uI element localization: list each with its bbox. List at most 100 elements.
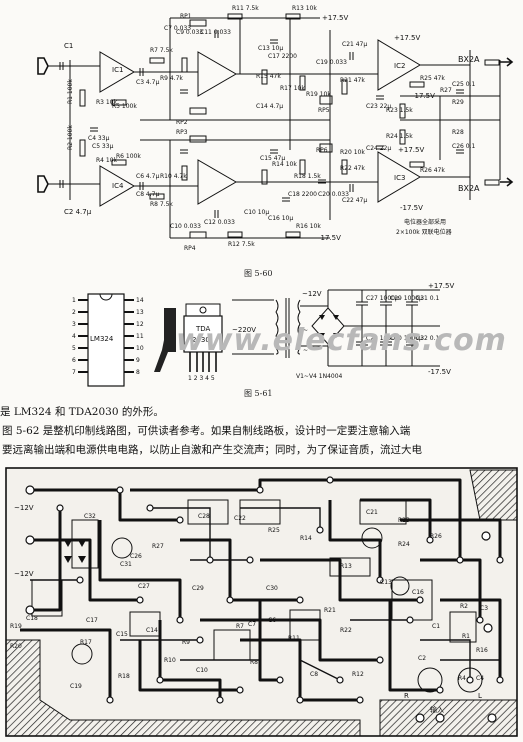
svg-text:C21 47μ: C21 47μ (342, 41, 367, 48)
svg-text:-17.5V: -17.5V (318, 234, 341, 242)
svg-text:C19: C19 (70, 683, 82, 690)
body-text-line-2: 图 5-62 是整机印制线路图，可供读者参考。如果自制线路板，设计时一定要注意输… (2, 425, 411, 437)
svg-text:L: L (478, 692, 482, 700)
svg-text:C20 0.033: C20 0.033 (318, 191, 349, 198)
svg-text:C15: C15 (116, 631, 128, 638)
svg-text:3: 3 (72, 321, 76, 328)
svg-text:R1: R1 (462, 633, 470, 640)
svg-text:R22 47k: R22 47k (340, 165, 365, 172)
svg-text:C12 0.033: C12 0.033 (204, 219, 235, 226)
transformer-secondary (297, 299, 301, 355)
svg-text:R28: R28 (452, 129, 464, 136)
svg-text:C10: C10 (196, 667, 208, 674)
svg-text:C26: C26 (130, 553, 142, 560)
svg-text:R4 10k: R4 10k (96, 157, 118, 164)
svg-text:R19 10k: R19 10k (306, 91, 331, 98)
svg-text:R2 100k: R2 100k (67, 125, 74, 150)
svg-text:C14 4.7μ: C14 4.7μ (256, 103, 283, 110)
svg-text:R19: R19 (10, 623, 22, 630)
output-arrow-icon (500, 57, 514, 67)
svg-text:C17 2200: C17 2200 (268, 53, 297, 60)
svg-text:BX2A: BX2A (458, 184, 480, 193)
svg-text:+17.5V: +17.5V (428, 282, 454, 290)
svg-text:电位器全部采用: 电位器全部采用 (404, 218, 446, 226)
svg-text:R17: R17 (80, 639, 92, 646)
svg-text:C6: C6 (268, 617, 276, 624)
svg-text:~: ~ (303, 347, 308, 354)
svg-text:-17.5V: -17.5V (428, 368, 451, 376)
svg-text:C13 10μ: C13 10μ (258, 45, 283, 52)
svg-text:R12 7.5k: R12 7.5k (228, 241, 255, 248)
svg-text:C8: C8 (310, 671, 318, 678)
svg-text:IC2: IC2 (394, 62, 405, 70)
svg-text:R18 1.5k: R18 1.5k (294, 173, 321, 180)
svg-text:R14: R14 (300, 535, 312, 542)
svg-text:R27: R27 (152, 543, 164, 550)
svg-text:14: 14 (136, 297, 144, 304)
svg-text:C11 0.033: C11 0.033 (200, 29, 231, 36)
svg-text:C2 4.7μ: C2 4.7μ (64, 208, 92, 216)
svg-text:IC1: IC1 (112, 66, 123, 74)
svg-text:R1 100k: R1 100k (67, 79, 74, 104)
svg-text:C16 10μ: C16 10μ (268, 215, 293, 222)
svg-text:IC3: IC3 (394, 174, 405, 182)
svg-text:2030: 2030 (192, 336, 210, 344)
svg-text:~12V: ~12V (302, 290, 322, 298)
svg-text:C25 0.1: C25 0.1 (452, 81, 475, 88)
svg-text:C30 1000μ: C30 1000μ (390, 335, 423, 342)
svg-text:C29 1000μ: C29 1000μ (390, 295, 423, 302)
transformer-primary (275, 299, 279, 355)
svg-text:C8 4.7μ: C8 4.7μ (136, 191, 159, 198)
svg-text:RP2: RP2 (176, 119, 188, 126)
svg-text:R15 47k: R15 47k (256, 73, 281, 80)
svg-text:RP3: RP3 (176, 129, 188, 136)
svg-text:V1~V4 1N4004: V1~V4 1N4004 (296, 373, 343, 380)
power-amp-top (377, 39, 421, 91)
svg-text:R8: R8 (250, 659, 258, 666)
body-text-line-3: 要远离输出端和电源供电电路，以防止自激和产生交流声；同时，为了保证音质，流过大电 (2, 444, 422, 456)
svg-text:+17.5V: +17.5V (322, 14, 348, 22)
svg-text:R12: R12 (352, 671, 364, 678)
svg-text:RP4: RP4 (184, 245, 196, 252)
svg-text:-17.5V: -17.5V (400, 204, 423, 212)
tda2030-side-icon (154, 308, 176, 372)
svg-text:R11 7.5k: R11 7.5k (232, 5, 259, 12)
svg-text:R10 4.7k: R10 4.7k (160, 173, 187, 180)
svg-text:1 2 3 4 5: 1 2 3 4 5 (188, 375, 215, 382)
svg-text:7: 7 (72, 369, 76, 376)
svg-text:IC4: IC4 (112, 182, 124, 190)
svg-text:C21: C21 (366, 509, 378, 516)
svg-text:R13 10k: R13 10k (292, 5, 317, 12)
opamp-ic2 (197, 51, 237, 97)
svg-text:R26: R26 (430, 533, 442, 540)
svg-text:C4: C4 (476, 675, 484, 682)
input-jack-icon (37, 57, 49, 75)
svg-text:4: 4 (72, 333, 76, 340)
svg-text:C3 4.7μ: C3 4.7μ (136, 79, 159, 86)
svg-text:R29: R29 (452, 99, 464, 106)
svg-text:C27 1000μ: C27 1000μ (366, 295, 399, 302)
svg-text:C10 0.033: C10 0.033 (170, 223, 201, 230)
svg-text:R20: R20 (10, 643, 22, 650)
svg-text:11: 11 (136, 333, 144, 340)
svg-text:RP6: RP6 (316, 147, 328, 154)
svg-text:R26 47k: R26 47k (420, 167, 445, 174)
input-jack-icon (37, 175, 49, 193)
svg-text:5: 5 (72, 345, 76, 352)
svg-text:C13: C13 (380, 579, 392, 586)
svg-text:C19 0.033: C19 0.033 (316, 59, 347, 66)
svg-text:R18: R18 (118, 673, 130, 680)
svg-text:R4: R4 (458, 675, 466, 682)
svg-text:+17.5V: +17.5V (394, 34, 420, 42)
svg-text:~: ~ (303, 327, 308, 334)
svg-text:TDA: TDA (195, 325, 211, 333)
svg-text:R11: R11 (288, 635, 300, 642)
body-text-line-1: 是 LM324 和 TDA2030 的外形。 (0, 406, 164, 418)
svg-text:R24: R24 (398, 541, 410, 548)
svg-text:C29: C29 (192, 585, 204, 592)
schematic-5-60 (37, 13, 514, 239)
svg-text:RP5: RP5 (318, 107, 330, 114)
svg-text:C17: C17 (86, 617, 98, 624)
svg-text:R10: R10 (164, 657, 176, 664)
svg-text:2: 2 (72, 309, 76, 316)
